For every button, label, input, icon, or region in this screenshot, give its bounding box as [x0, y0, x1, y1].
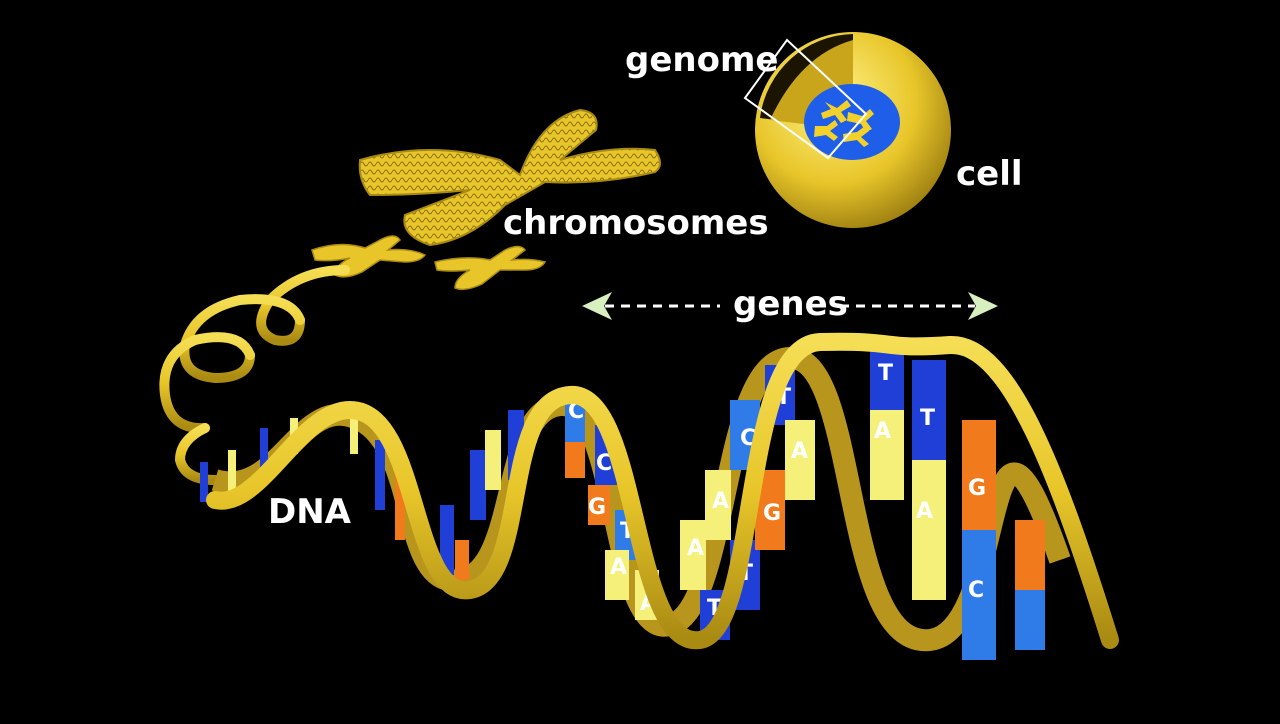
genes-label: genes [733, 284, 848, 324]
large-chromosome [358, 108, 661, 247]
cell-label: cell [956, 154, 1023, 194]
helix-strand-front [206, 332, 1119, 650]
nucleus-chromosomes [814, 100, 874, 147]
dna-label: DNA [268, 492, 351, 532]
base-letter: T [920, 406, 935, 431]
base-letter: G [968, 476, 986, 501]
base-letter: G [588, 495, 606, 520]
base-pairs [200, 340, 1045, 660]
base-letter: A [712, 489, 729, 514]
base-letter: A [874, 419, 891, 444]
base-letter: A [687, 536, 704, 561]
dna-coil [159, 265, 350, 485]
small-chromosome-2 [434, 245, 547, 291]
base-letter: G [763, 501, 781, 526]
base-letter: T [878, 361, 893, 386]
dna-helix: C C G T A A A T C A T G T A T A T A G C [200, 332, 1119, 660]
base-letter: C [968, 578, 984, 603]
genes-arrow-icon [582, 292, 998, 320]
chromosomes-label: chromosomes [503, 203, 769, 243]
base-letter: A [610, 555, 627, 580]
genome-callout [743, 38, 868, 160]
base-letter: A [916, 499, 933, 524]
base-letter: C [596, 451, 612, 476]
genome-label: genome [625, 40, 779, 80]
base-letter: A [791, 439, 808, 464]
